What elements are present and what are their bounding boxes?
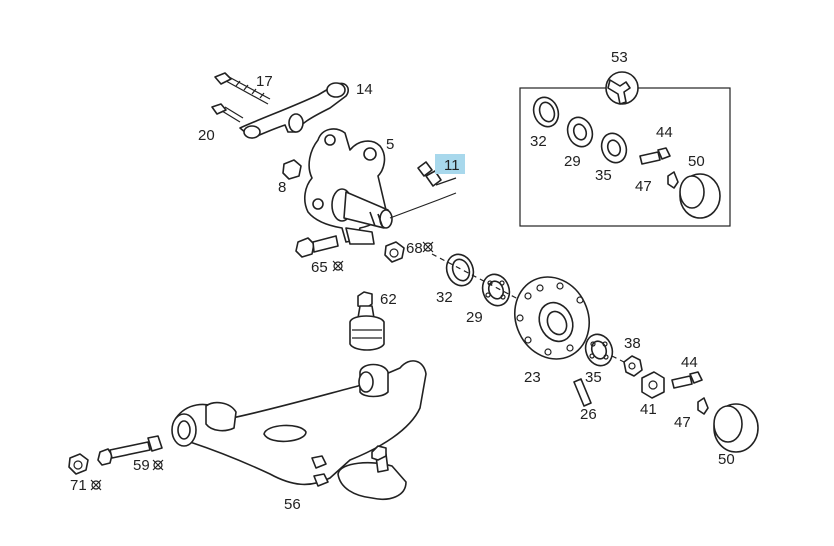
hub-cap-50 [713,403,759,453]
label-32-kit: 32 [530,133,547,150]
label-47-kit: 47 [635,178,652,195]
clip-47 [697,397,709,415]
label-20: 20 [198,127,215,144]
label-29: 29 [466,309,483,326]
label-35-kit: 35 [595,167,612,184]
label-41: 41 [640,401,657,418]
label-44: 44 [681,354,698,371]
screw-44 [671,371,703,389]
bolt-20 [211,103,244,123]
bolt-65 [295,235,339,258]
upper-control-arm-14 [239,82,350,139]
label-35: 35 [585,369,602,386]
label-71: 71 [70,477,87,494]
label-65: 65 [311,259,328,276]
label-53: 53 [611,49,628,66]
screw-44-kit [639,147,671,165]
bearing-29-kit [566,116,594,148]
tool-icon [605,71,639,105]
wheel-hub-23 [514,276,590,360]
label-59: 59 [133,457,150,474]
label-47: 47 [674,414,691,431]
seal-32 [445,253,475,287]
label-14: 14 [356,81,373,98]
ball-joint-62 [349,291,385,351]
label-5: 5 [386,136,394,153]
lower-control-arm-56 [171,360,427,500]
nut-68 [384,241,405,263]
nut-41 [641,371,665,399]
nut-71 [68,453,89,475]
wheel-bolt-26 [573,378,592,407]
label-68: 68 [406,240,423,257]
hub-cap-50-kit [679,173,721,219]
bolt-59 [97,435,163,466]
label-32: 32 [436,289,453,306]
rework-symbol-icon [90,241,434,491]
bearing-29 [481,273,511,307]
clip-47-kit [667,171,679,189]
label-38: 38 [624,335,641,352]
label-29-kit: 29 [564,153,581,170]
bearing-35 [584,333,614,367]
label-17: 17 [256,73,273,90]
seal-32-kit [532,96,560,128]
highlight-11 [435,154,465,174]
washer-38 [623,355,643,377]
label-56: 56 [284,496,301,513]
label-50-kit: 50 [688,153,705,170]
nut-8 [282,159,302,180]
label-50: 50 [718,451,735,468]
label-44-kit: 44 [656,124,673,141]
bolt-17 [214,72,271,105]
sensor-11 [389,161,457,219]
bearing-35-kit [600,132,628,164]
label-11: 11 [444,157,460,174]
label-62: 62 [380,291,397,308]
label-8: 8 [278,179,286,196]
steering-knuckle-5 [303,128,393,245]
label-26: 26 [580,406,597,423]
label-23: 23 [524,369,541,386]
